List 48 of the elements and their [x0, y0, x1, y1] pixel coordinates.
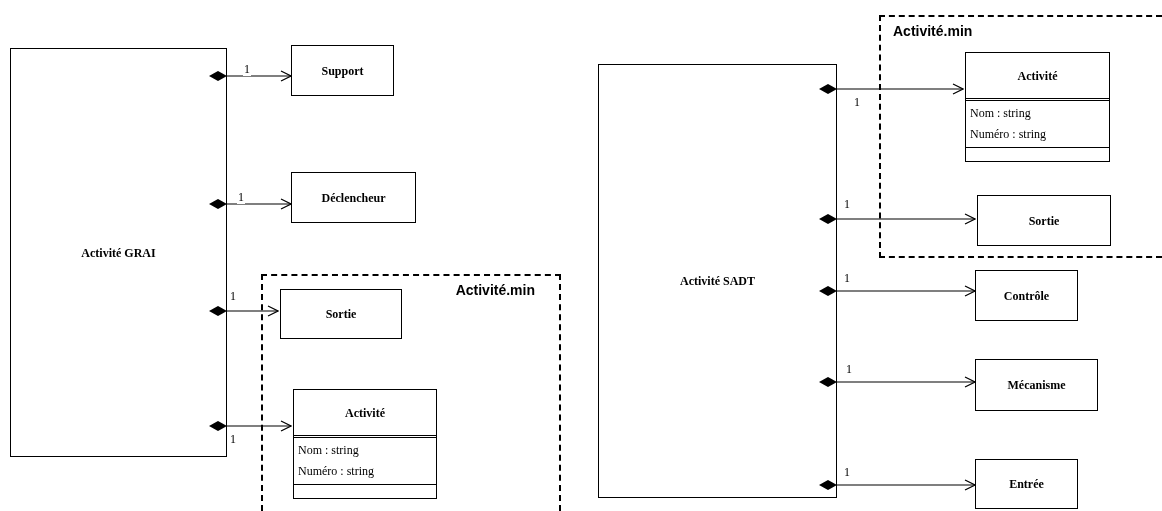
multiplicity-label: 1 — [229, 289, 237, 303]
multiplicity-label: 1 — [243, 62, 251, 76]
class-box — [291, 172, 416, 223]
class-name: Sortie — [325, 306, 357, 323]
class-name: Support — [321, 62, 364, 80]
multiplicity-label: 1 — [237, 190, 245, 204]
attribute-text: Nom : string — [970, 105, 1032, 122]
package-label: Activité.min — [893, 22, 973, 41]
multiplicity-label: 1 — [843, 271, 851, 285]
attribute-text: Nom : string — [298, 442, 360, 459]
composition-arrow — [209, 420, 292, 432]
class-name: Activité GRAI — [81, 244, 156, 262]
class-box — [10, 48, 227, 457]
attribute-text: Numéro : string — [970, 126, 1047, 143]
class-name: Déclencheur — [321, 189, 386, 207]
package-frame — [261, 274, 561, 511]
class-name: Activité — [345, 404, 385, 422]
class-box — [293, 389, 437, 499]
package-frame — [879, 15, 1162, 258]
composition-arrow — [819, 376, 976, 388]
multiplicity-label: 1 — [843, 465, 851, 479]
class-name: Activité — [1017, 67, 1058, 85]
composition-arrow — [209, 305, 279, 317]
composition-arrow — [819, 479, 976, 491]
composition-arrow — [819, 285, 976, 297]
class-box — [975, 359, 1098, 411]
multiplicity-label: 1 — [853, 95, 861, 109]
composition-arrow — [819, 83, 964, 95]
class-box — [975, 459, 1078, 509]
class-name: Entrée — [1009, 476, 1044, 493]
class-name: Activité SADT — [680, 273, 755, 290]
composition-arrow — [819, 213, 976, 225]
class-box — [977, 195, 1111, 246]
class-box — [975, 270, 1078, 321]
composition-arrow — [209, 198, 292, 210]
class-box — [291, 45, 394, 96]
multiplicity-label: 1 — [843, 197, 851, 211]
multiplicity-label: 1 — [845, 362, 853, 376]
composition-arrow — [209, 70, 292, 82]
class-name: Sortie — [1028, 212, 1060, 230]
class-box — [965, 52, 1110, 162]
package-label: Activité.min — [455, 281, 535, 300]
class-box — [598, 64, 837, 498]
class-name: Contrôle — [1003, 287, 1050, 305]
multiplicity-label: 1 — [229, 432, 237, 446]
attribute-text: Numéro : string — [298, 463, 375, 480]
class-box — [280, 289, 402, 339]
class-name: Mécanisme — [1007, 377, 1066, 394]
